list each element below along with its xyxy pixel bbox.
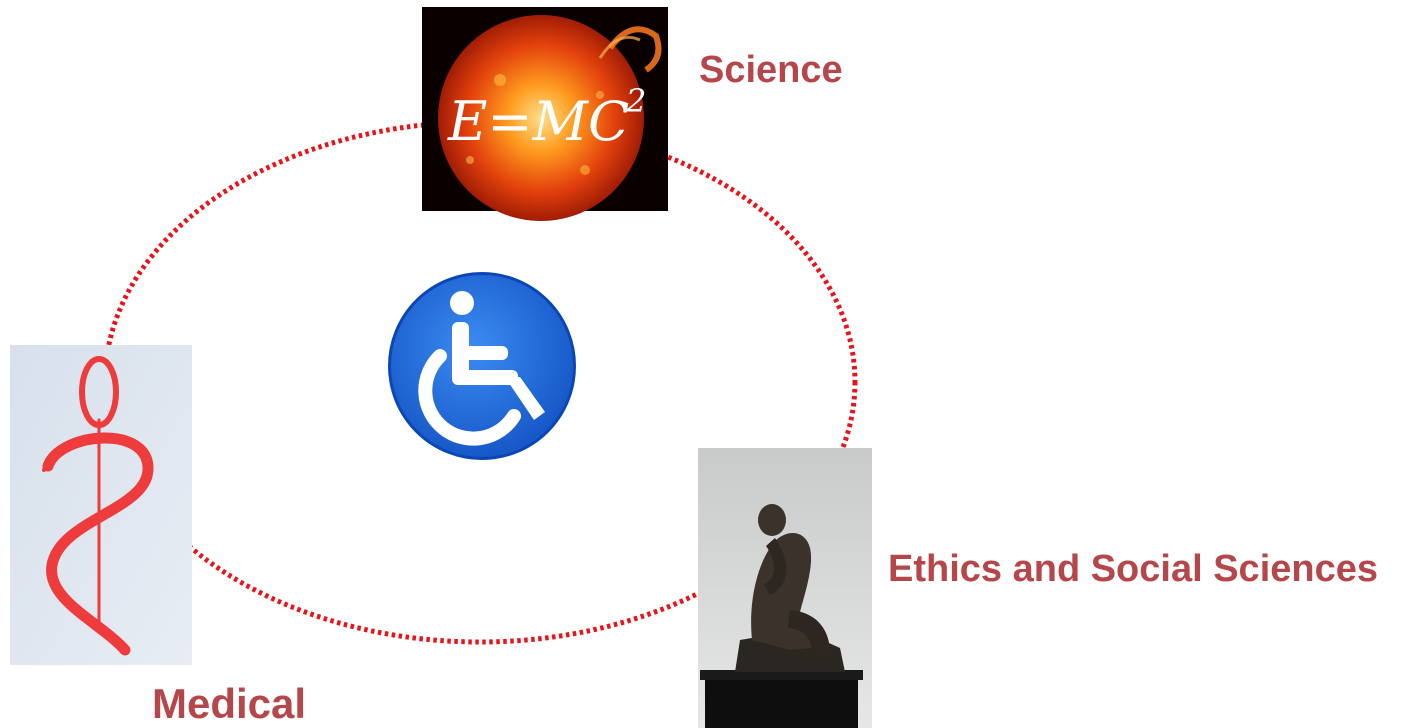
medical-serpent-staff-symbol [10, 345, 192, 665]
science-label: Science [699, 49, 843, 91]
science-sun-image: E=MC 2 [422, 7, 668, 221]
formula-exponent: 2 [625, 82, 646, 120]
ethics-label: Ethics and Social Sciences [888, 548, 1378, 590]
wheelchair-accessibility-icon [384, 268, 580, 464]
formula-text: E=MC [447, 90, 629, 153]
ethics-thinker-statue-image [698, 448, 872, 728]
medical-label: Medical [152, 680, 307, 727]
